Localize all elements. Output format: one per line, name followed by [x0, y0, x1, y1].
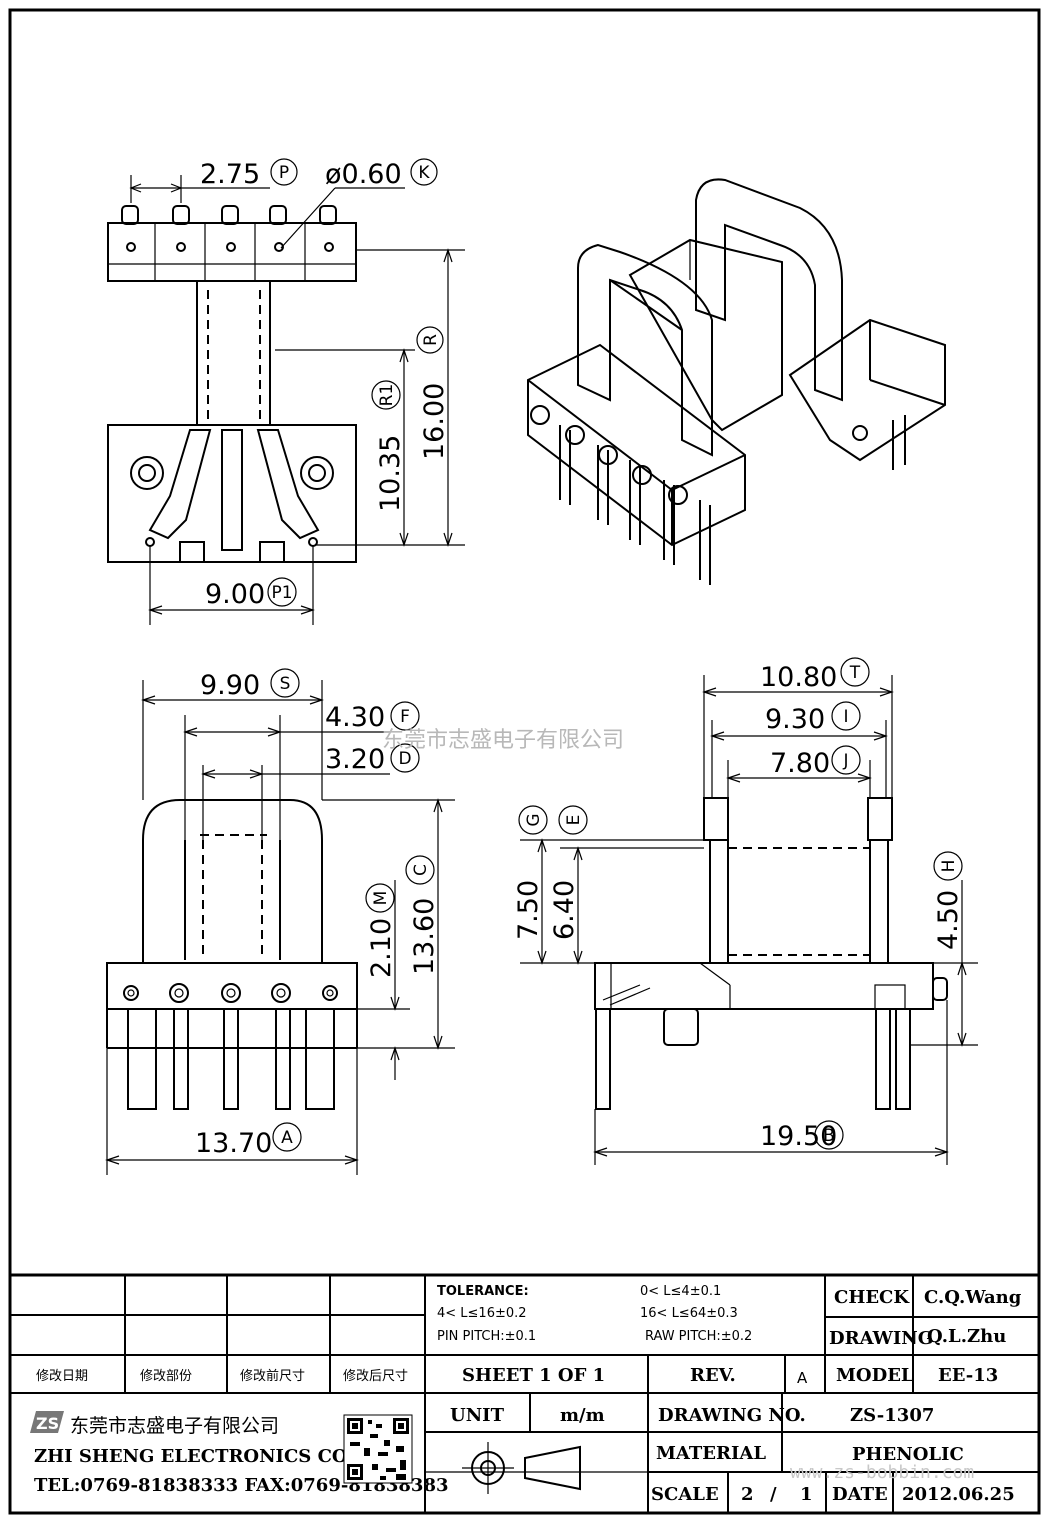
dim-height-r1: 10.35	[375, 435, 406, 512]
dim-width-j: 7.80	[770, 748, 830, 779]
tag-f: F	[400, 707, 410, 727]
tag-e: E	[564, 815, 584, 826]
dim-height-e: 6.40	[549, 880, 580, 940]
rev-header-after: 修改后尺寸	[343, 1369, 408, 1384]
tag-c: C	[411, 864, 431, 876]
company-name-cn: 东莞市志盛电子有限公司	[70, 1415, 279, 1437]
tag-h: H	[939, 860, 959, 873]
drawing-no-value: ZS-1307	[850, 1405, 934, 1426]
dim-width-t: 10.80	[760, 662, 837, 693]
tag-i: I	[843, 707, 848, 727]
tag-s: S	[280, 674, 291, 694]
tag-k: K	[418, 163, 430, 183]
date-label: DATE	[832, 1484, 888, 1505]
side-view: 10.80 T 9.30 I 7.80 J 7.50 G 6.40 E	[513, 657, 978, 1165]
dim-height-c: 13.60	[409, 898, 440, 975]
dim-height-total: 16.00	[419, 383, 450, 460]
tolerance-range-3: 16< L≤64±0.3	[640, 1306, 738, 1321]
scale-separator: /	[770, 1484, 777, 1505]
tag-t: T	[849, 663, 861, 683]
tag-g: G	[524, 813, 544, 826]
dim-width-d: 3.20	[325, 744, 385, 775]
tolerance-range-2: 4< L≤16±0.2	[437, 1306, 527, 1321]
scale-numerator: 2	[741, 1484, 754, 1505]
top-view: 2.75 P ø0.60 K 16.00 R 10.35 R1 9.00 P1	[107, 158, 465, 625]
dim-height-h: 4.50	[933, 890, 964, 950]
tag-p1: P1	[271, 583, 292, 603]
pin-pitch-tolerance: PIN PITCH:±0.1	[437, 1329, 536, 1344]
material-label: MATERIAL	[656, 1443, 766, 1464]
model-label: MODEL	[836, 1365, 914, 1386]
logo-text: ZS	[36, 1414, 59, 1433]
tag-j: J	[842, 751, 848, 771]
rev-header-part: 修改部份	[140, 1369, 192, 1384]
tag-r: R	[421, 334, 441, 346]
qr-code-icon	[343, 1414, 413, 1484]
company-name-en: ZHI SHENG ELECTRONICS CO.,LTD	[34, 1446, 399, 1467]
tag-b: B	[823, 1126, 835, 1146]
scale-label: SCALE	[651, 1484, 719, 1505]
watermark-cn: 东莞市志盛电子有限公司	[382, 728, 624, 753]
rev-value: A	[797, 1369, 808, 1387]
front-view: 9.90 S 4.30 F 3.20 D 13.60 C 2.10 M	[105, 668, 455, 1175]
rev-header-before: 修改前尺寸	[240, 1368, 305, 1384]
dim-width-a: 13.70	[195, 1128, 272, 1159]
tolerance-label: TOLERANCE:	[437, 1284, 529, 1299]
dim-width-s: 9.90	[200, 670, 260, 701]
check-value: C.Q.Wang	[924, 1287, 1022, 1308]
model-value: EE-13	[938, 1365, 998, 1386]
dim-pin-diameter: ø0.60	[325, 159, 402, 190]
tag-m: M	[371, 891, 391, 906]
unit-label: UNIT	[450, 1405, 505, 1426]
title-block: TOLERANCE: 0< L≤4±0.1 4< L≤16±0.2 16< L≤…	[10, 1273, 1039, 1513]
company-logo: ZS	[30, 1411, 64, 1433]
tag-r1: R1	[377, 384, 397, 407]
dim-width-f: 4.30	[325, 702, 385, 733]
unit-value: m/m	[560, 1405, 605, 1426]
material-value: PHENOLIC	[852, 1444, 964, 1465]
sheet-count: SHEET 1 OF 1	[462, 1365, 605, 1386]
drawing-border	[8, 8, 1041, 1515]
dim-pin-pitch: 2.75	[200, 159, 260, 190]
dim-length-b: 19.50	[760, 1121, 837, 1152]
scale-denominator: 1	[800, 1484, 813, 1505]
projection-symbol-icon	[462, 1442, 581, 1494]
dim-width-i: 9.30	[765, 704, 825, 735]
rev-header-date: 修改日期	[36, 1369, 88, 1384]
dim-base-pitch: 9.00	[205, 579, 265, 610]
watermark-url: www.zs-bobbin.com	[790, 1462, 974, 1483]
drawing-no-label: DRAWING NO.	[658, 1405, 806, 1426]
dim-height-m: 2.10	[366, 918, 397, 978]
raw-pitch-tolerance: RAW PITCH:±0.2	[645, 1329, 752, 1344]
date-value: 2012.06.25	[902, 1484, 1015, 1505]
tag-a: A	[281, 1128, 293, 1148]
tag-p: P	[279, 163, 289, 183]
drawing-label: DRAWING	[829, 1328, 933, 1349]
dim-height-g: 7.50	[513, 880, 544, 940]
rev-label: REV.	[690, 1365, 736, 1386]
check-label: CHECK	[834, 1287, 910, 1308]
tag-d: D	[398, 749, 411, 769]
tolerance-range-1: 0< L≤4±0.1	[640, 1284, 721, 1299]
isometric-view	[527, 178, 946, 585]
drawing-value: Q.L.Zhu	[927, 1326, 1006, 1347]
